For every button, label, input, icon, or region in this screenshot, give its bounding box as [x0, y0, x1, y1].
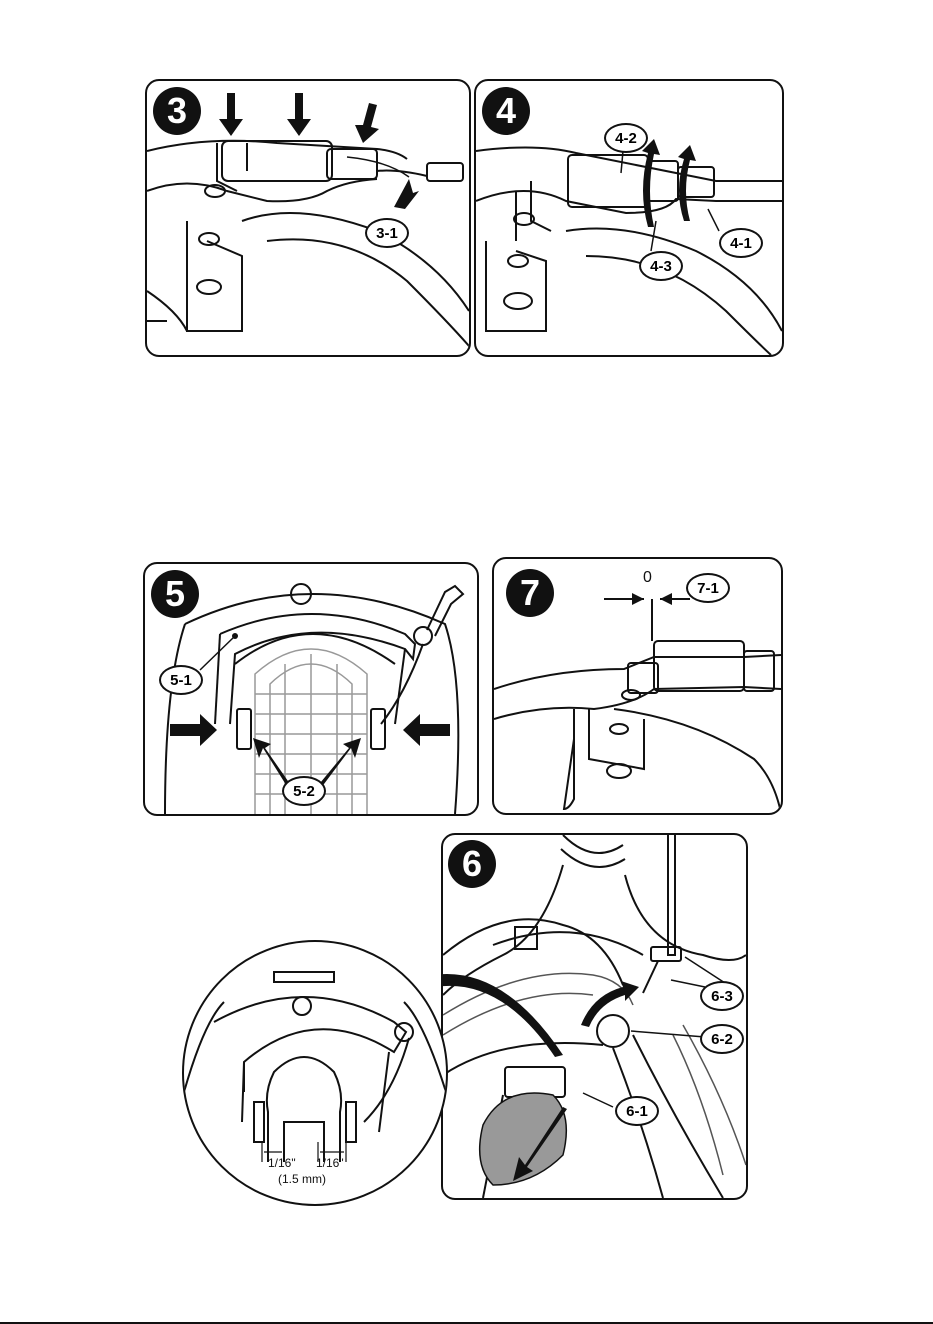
brake-gap-detail-illustration	[184, 942, 446, 1204]
detail-magnifier: 1/16" 1/16" (1.5 mm)	[182, 940, 448, 1206]
callout-6-3: 6-3	[700, 981, 744, 1011]
step-3-number: 3	[153, 87, 201, 135]
callout-5-2: 5-2	[282, 776, 326, 806]
step-7-number: 7	[506, 569, 554, 617]
callout-6-1: 6-1	[615, 1096, 659, 1126]
step-5-number: 5	[151, 570, 199, 618]
gap-right-label: 1/16"	[316, 1156, 344, 1170]
callout-4-3: 4-3	[639, 251, 683, 281]
callout-4-2: 4-2	[604, 123, 648, 153]
gap-left-label: 1/16"	[268, 1156, 296, 1170]
step-6-number: 6	[448, 840, 496, 888]
step-5-panel: 5 5-1 5-2	[143, 562, 479, 816]
step-4-panel: 4 4-2 4-1 4-3	[474, 79, 784, 357]
gap-metric-label: (1.5 mm)	[278, 1172, 326, 1186]
step-6-panel: 6 6-3 6-2 6-1	[441, 833, 748, 1200]
callout-6-2: 6-2	[700, 1024, 744, 1054]
callout-3-1: 3-1	[365, 218, 409, 248]
cable-adjust-illustration	[443, 835, 746, 1198]
step-4-number: 4	[482, 87, 530, 135]
callout-4-1: 4-1	[719, 228, 763, 258]
gap-zero-label: 0	[643, 569, 652, 587]
step-7-panel: 7 0 7-1	[492, 557, 783, 815]
callout-7-1: 7-1	[686, 573, 730, 603]
callout-5-1: 5-1	[159, 665, 203, 695]
step-3-panel: 3 3-1	[145, 79, 471, 357]
